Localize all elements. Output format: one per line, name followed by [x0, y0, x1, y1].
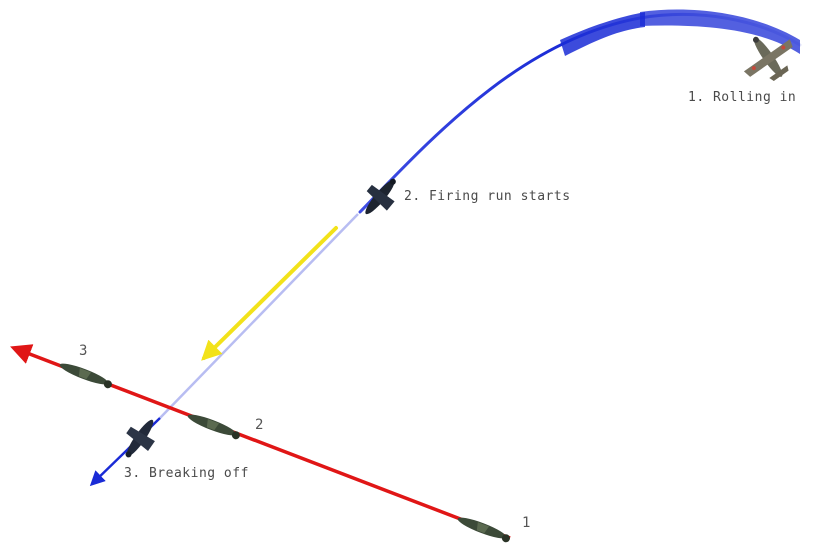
bomber-plane-icon — [187, 414, 240, 440]
firing-run-path — [159, 213, 359, 419]
gunfire-tracer — [201, 226, 338, 361]
fighter-plane-icon — [125, 419, 155, 458]
target-label-3: 3 — [79, 343, 88, 359]
fighter-plane-icon — [365, 178, 396, 215]
attacker-arc-ribbon-fade — [560, 12, 645, 56]
attacker-label-firing-run: 2. Firing run starts — [404, 189, 571, 204]
attacker-label-breaking-off: 3. Breaking off — [124, 466, 249, 481]
target-label-2: 2 — [255, 417, 264, 433]
attacker-arc-ribbon — [640, 9, 800, 54]
fighter-plane-icon — [743, 36, 793, 82]
attacker-label-rolling-in: 1. Rolling in — [688, 90, 797, 105]
bomber-plane-icon — [59, 363, 112, 389]
target-label-1: 1 — [522, 515, 531, 531]
bomber-plane-icon — [457, 517, 510, 543]
